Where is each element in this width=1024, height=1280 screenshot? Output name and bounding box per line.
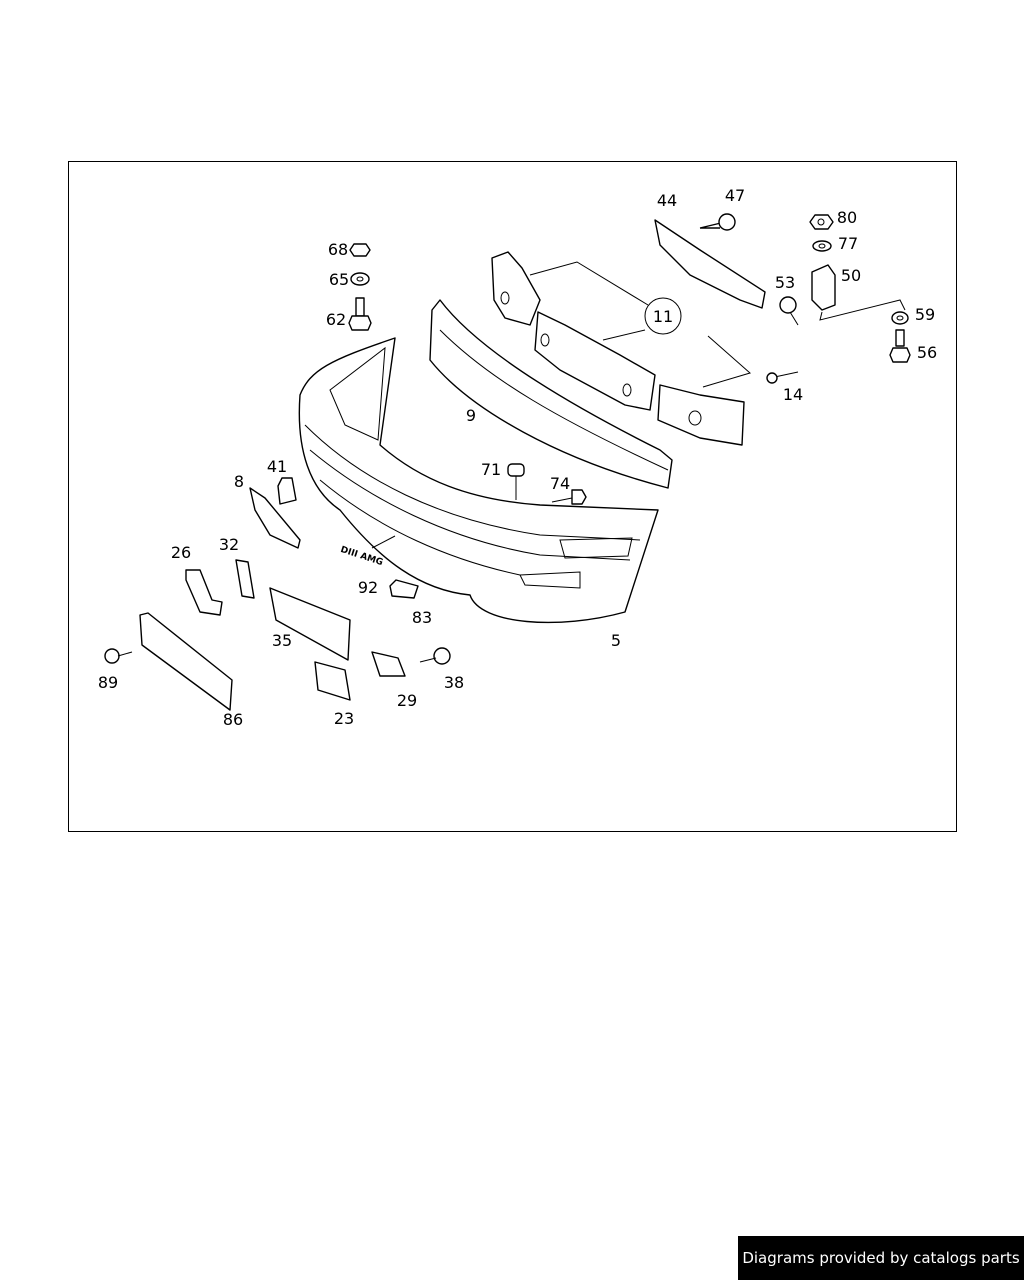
callout-label-8[interactable]: 8 xyxy=(234,472,244,491)
callout-label-62[interactable]: 62 xyxy=(326,310,346,329)
callout-label-26[interactable]: 26 xyxy=(171,543,191,562)
callout-label-80[interactable]: 80 xyxy=(837,208,857,227)
credit-banner: Diagrams provided by catalogs parts xyxy=(738,1236,1024,1280)
callout-label-38[interactable]: 38 xyxy=(444,673,464,692)
callout-label-44[interactable]: 44 xyxy=(657,191,677,210)
bumper-cover-part-5[interactable] xyxy=(298,337,659,624)
callout-circle-11 xyxy=(644,297,682,335)
carrier-segment-center[interactable] xyxy=(534,311,656,411)
carrier-segment-right[interactable] xyxy=(657,384,745,446)
callout-label-77[interactable]: 77 xyxy=(838,234,858,253)
credit-text: Diagrams provided by catalogs parts xyxy=(742,1249,1020,1267)
callout-label-53[interactable]: 53 xyxy=(775,273,795,292)
callout-label-14[interactable]: 14 xyxy=(783,385,803,404)
callout-label-50[interactable]: 50 xyxy=(841,266,861,285)
carrier-segment-left[interactable] xyxy=(491,251,541,326)
callout-label-29[interactable]: 29 xyxy=(397,691,417,710)
callout-label-65[interactable]: 65 xyxy=(329,270,349,289)
callout-label-35[interactable]: 35 xyxy=(272,631,292,650)
impact-absorber-part-9[interactable] xyxy=(429,299,673,489)
callout-label-56[interactable]: 56 xyxy=(917,343,937,362)
callout-label-68[interactable]: 68 xyxy=(328,240,348,259)
callout-label-5[interactable]: 5 xyxy=(611,631,621,650)
callout-label-83[interactable]: 83 xyxy=(412,608,432,627)
callout-label-74[interactable]: 74 xyxy=(550,474,570,493)
callout-label-89[interactable]: 89 xyxy=(98,673,118,692)
callout-label-41[interactable]: 41 xyxy=(267,457,287,476)
bracket-part-8[interactable] xyxy=(249,487,301,549)
bracket-part-44[interactable] xyxy=(654,219,766,309)
callout-label-32[interactable]: 32 xyxy=(219,535,239,554)
callout-label-23[interactable]: 23 xyxy=(334,709,354,728)
license-plate-base-part-86[interactable] xyxy=(139,612,233,711)
grille-part-35[interactable] xyxy=(269,587,351,661)
callout-label-59[interactable]: 59 xyxy=(915,305,935,324)
callout-label-47[interactable]: 47 xyxy=(725,186,745,205)
callout-label-92[interactable]: 92 xyxy=(358,578,378,597)
callout-label-11[interactable]: 11 xyxy=(653,307,673,326)
callout-label-71[interactable]: 71 xyxy=(481,460,501,479)
callout-label-86[interactable]: 86 xyxy=(223,710,243,729)
diagram-frame xyxy=(68,161,957,832)
callout-label-9[interactable]: 9 xyxy=(466,406,476,425)
